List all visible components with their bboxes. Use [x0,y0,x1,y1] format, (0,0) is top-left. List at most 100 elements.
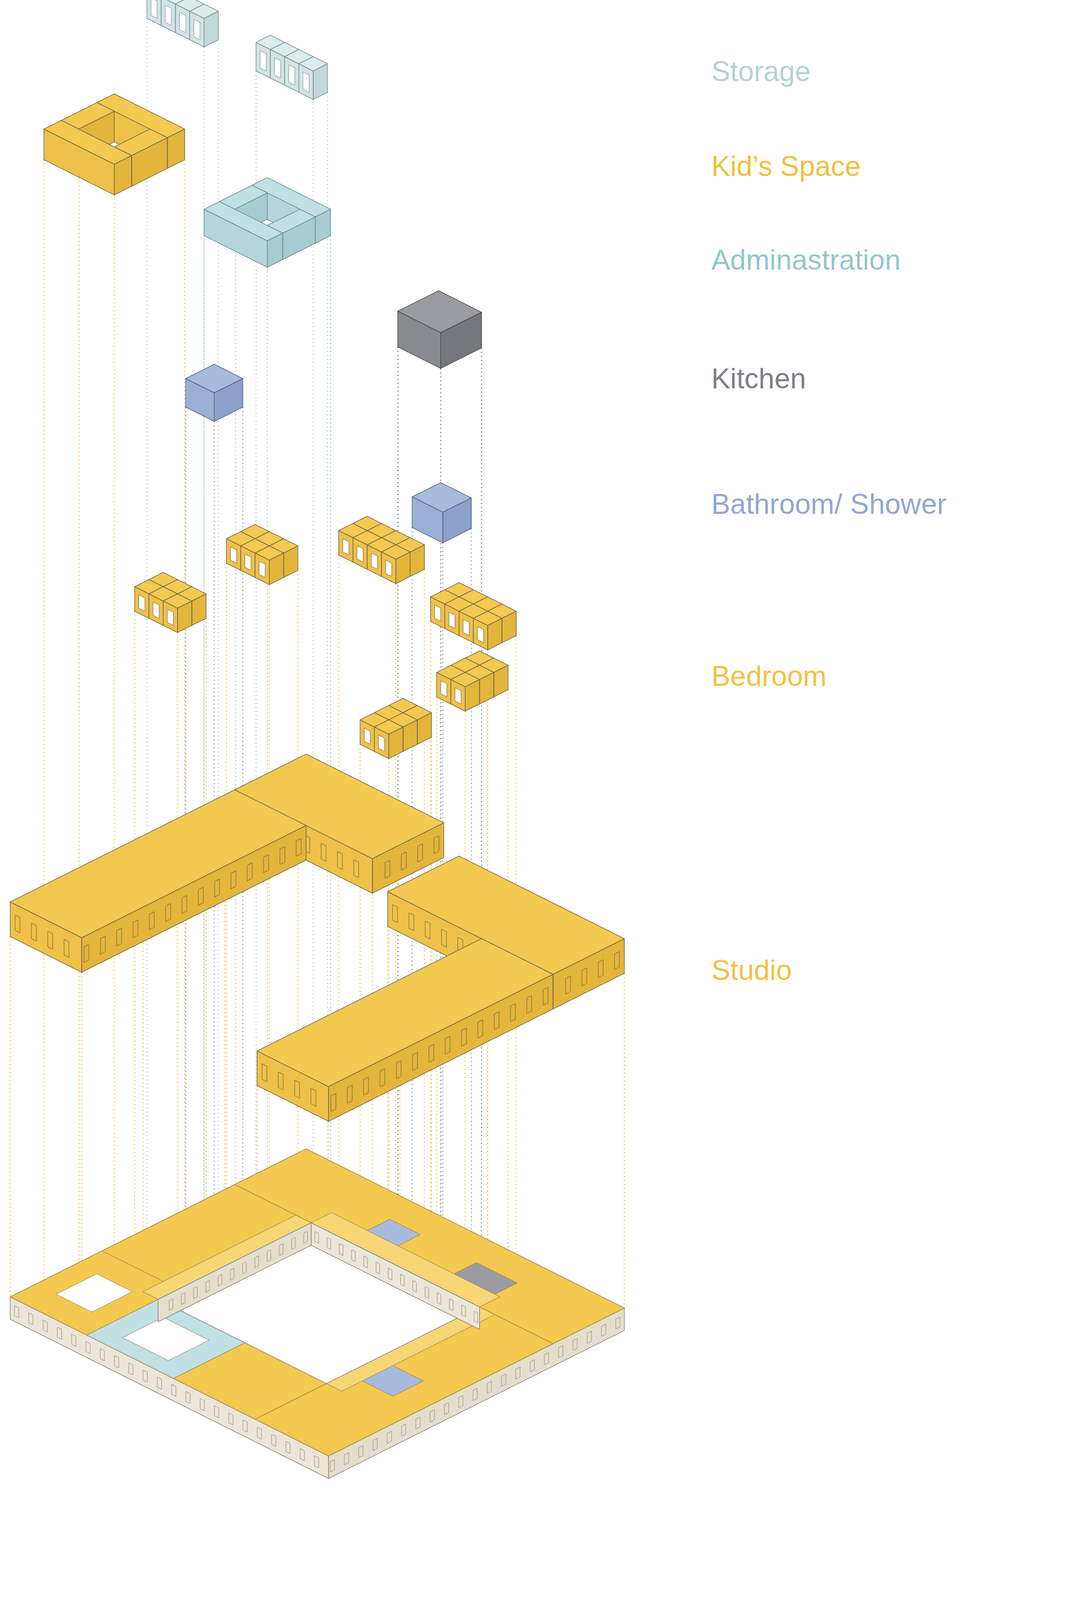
courtyard-arch [351,1249,356,1262]
window [247,862,253,882]
window [565,975,571,995]
projection-line [177,632,179,1297]
window [337,851,343,870]
facade-arch [401,1423,406,1437]
base-plate [10,1148,625,1456]
projection-line [268,584,270,1231]
legend-label: Bathroom/ Shower [711,488,947,521]
window [231,870,237,890]
courtyard-arch [412,1280,417,1293]
facade-arch [171,1384,176,1397]
bedroom-block [381,545,410,560]
door-arch [455,687,462,704]
projection-line [142,911,144,1272]
legend-label: Storage [711,55,811,88]
window [296,837,302,857]
legend-label: Bedroom [711,660,827,693]
courtyard-arch [375,1262,380,1274]
door-arch [463,619,470,636]
projection-line [183,159,186,1301]
projection-line [78,177,80,1318]
window [392,904,398,923]
courtyard-arch [425,1286,430,1299]
facade-arch [430,1409,435,1423]
window [429,1044,435,1063]
door-arch [165,5,172,26]
window [494,1011,500,1030]
facade-arch [558,1345,564,1358]
courtyard-wall [311,1222,480,1330]
door-arch [434,605,442,622]
bedroom-block [163,593,192,609]
door-arch [440,680,447,698]
facade-arch [387,1431,392,1444]
door-arch [230,546,237,564]
courtyard-arch [242,1262,247,1274]
facade-arch [516,1366,521,1379]
window [100,936,106,955]
kids-court [56,1273,133,1312]
window [614,951,620,970]
window [330,1093,337,1112]
door-arch [244,554,251,571]
window [408,912,414,932]
projection-line [205,618,207,1283]
courtyard-arch [339,1243,344,1256]
legend-label: Studio [711,954,792,987]
building-parts [10,0,625,1479]
facade-arch [57,1326,62,1340]
facade-arch [143,1369,148,1383]
window [347,1084,353,1104]
administration-block [203,201,283,241]
facade-arch [286,1441,291,1454]
door-arch [151,0,158,19]
door-arch [288,64,296,86]
facade-arch [100,1348,106,1361]
kitchen-block [397,290,482,333]
courtyard-arch [254,1255,259,1268]
legend-entry: Adminastration [711,245,901,275]
window [279,846,285,865]
facade-arch [372,1438,378,1451]
facade-arch [271,1434,276,1447]
door-arch [153,601,160,619]
legend-label: Kid’s Space [711,150,861,183]
window [396,1060,402,1079]
courtyard-arch [230,1268,234,1281]
courtyard-arch [388,1268,393,1281]
bedroom-block [473,610,502,626]
facade-arch [71,1334,77,1347]
facade-arch [458,1395,464,1408]
door-arch [477,626,484,643]
facade-arch [358,1445,364,1458]
storage-block [299,56,328,71]
window [384,860,391,879]
projection-line [623,973,626,1308]
window [526,995,532,1014]
facade-arch [14,1305,20,1319]
facade-arch [587,1331,592,1344]
legend-label: Kitchen [711,362,807,395]
facade-arch [472,1388,478,1401]
window [461,1028,467,1047]
bathroom-block [185,364,243,393]
facade-arch [444,1402,450,1415]
courtyard-arch [193,1286,197,1299]
facade-arch [214,1405,220,1419]
facade-arch [344,1452,350,1465]
window [581,967,588,987]
facade-arch [314,1455,320,1469]
projection-line [9,936,11,1297]
courtyard-arch [327,1237,331,1250]
courtyard-arch [315,1231,319,1244]
facade-arch [242,1419,248,1433]
door-arch [449,611,456,629]
window [353,859,359,878]
window [379,1068,385,1088]
facade-arch [157,1376,162,1390]
facade-arch [487,1381,492,1394]
window [149,911,155,930]
door-arch [385,560,392,577]
window [510,1003,516,1022]
